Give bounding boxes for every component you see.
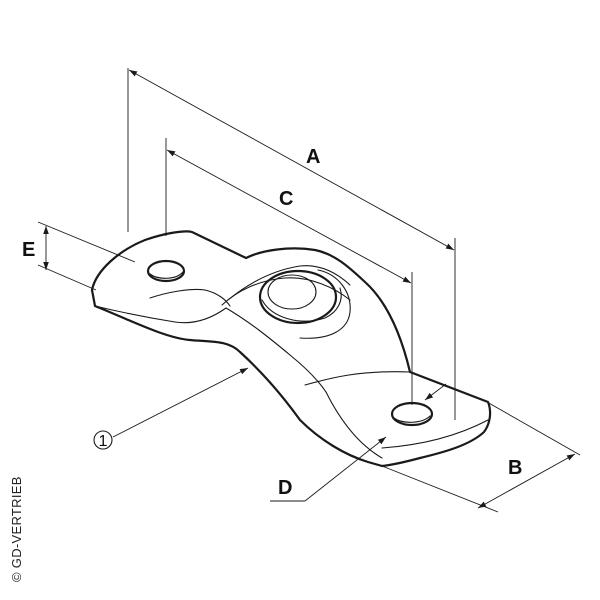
label-b: B [508, 457, 522, 479]
slope-edge [225, 307, 327, 393]
dimension-a: A [127, 68, 456, 420]
dimension-c-line [166, 149, 412, 284]
right-mounting-hole [390, 401, 434, 427]
left-tab-fold [149, 288, 231, 307]
dimension-b-line [477, 453, 576, 509]
bracket-bottom-outline [90, 288, 384, 468]
dimension-a-line [128, 69, 455, 251]
dimension-e-extension-top [37, 221, 136, 263]
label-c: C [279, 188, 293, 210]
bracket-body [90, 230, 492, 468]
right-tab-front [381, 419, 489, 449]
copyright-notice: © GD-VERTRIEB [9, 476, 24, 582]
slope-fold [304, 371, 411, 386]
right-tab-edge [325, 391, 383, 459]
part-callout: 1 [93, 367, 249, 450]
left-mounting-hole [146, 259, 186, 283]
dome-inner [267, 274, 317, 310]
dimension-c: C [165, 138, 413, 405]
dimension-e-extension-bottom [37, 264, 97, 291]
dimension-d-leader-opposite [424, 383, 447, 401]
arch-ridge [221, 277, 351, 306]
callout-circle [93, 430, 113, 450]
dome-boss [258, 269, 338, 325]
callout-number: 1 [99, 433, 108, 450]
arch-inner-ridge [227, 265, 351, 301]
dimension-b: B [381, 401, 581, 513]
dimension-b-extension-bottom [381, 465, 499, 513]
label-d: D [278, 477, 292, 499]
dimension-e: E [22, 221, 136, 291]
dimension-d: D [270, 383, 447, 502]
left-hole-depth [149, 271, 184, 279]
label-e: E [22, 239, 35, 261]
dimension-d-leader [304, 436, 387, 502]
dome-rim [299, 269, 351, 339]
dome-shadow [261, 287, 342, 322]
label-a: A [306, 146, 320, 168]
right-hole-depth [393, 415, 431, 423]
bracket-top-outline [90, 230, 492, 468]
dimension-b-extension-top [486, 401, 581, 456]
callout-leader [112, 367, 249, 438]
left-tab-edge [94, 305, 227, 324]
